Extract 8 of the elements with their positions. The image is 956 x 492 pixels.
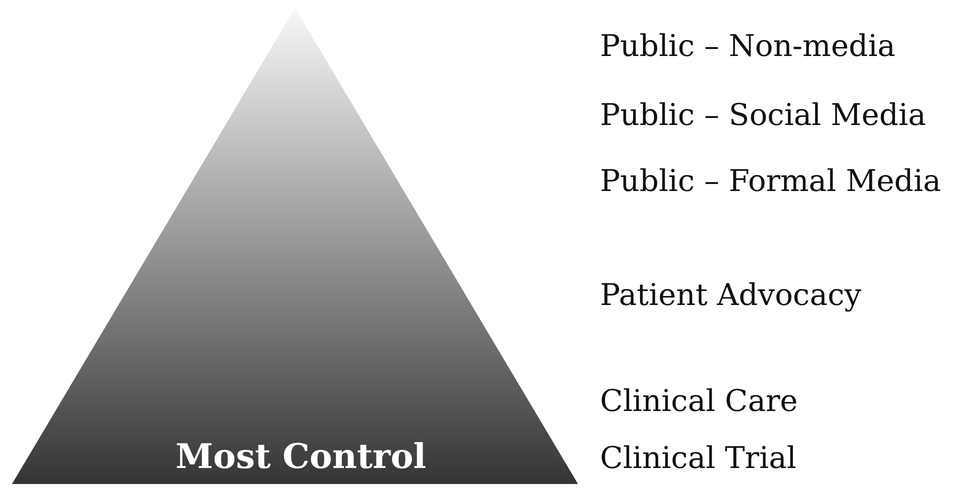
level-label: Public – Formal Media — [600, 167, 941, 197]
pyramid-label: Most Control — [176, 440, 426, 474]
level-label: Patient Advocacy — [600, 281, 862, 311]
pyramid — [12, 8, 578, 484]
level-label: Public – Social Media — [600, 101, 926, 131]
level-label: Clinical Trial — [600, 444, 796, 474]
level-label: Clinical Care — [600, 387, 798, 417]
level-label: Public – Non-media — [600, 32, 896, 62]
